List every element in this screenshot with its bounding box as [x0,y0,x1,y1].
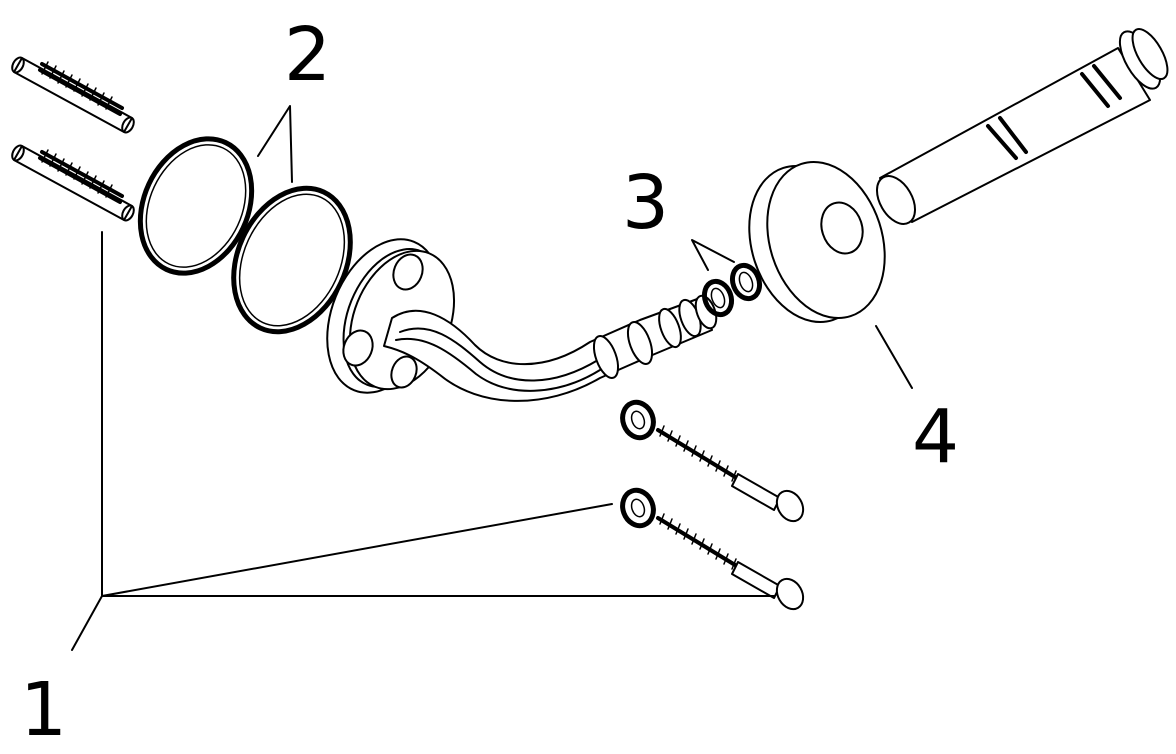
roll-holder-tube [876,28,1169,225]
leader-lines-4 [875,325,913,389]
leader-lines-1 [71,231,775,651]
cover-rosette [748,160,886,324]
callout-2: 2 [284,12,331,98]
seal-ring-right [729,262,763,302]
screw-upper [656,425,805,523]
callout-4: 4 [912,394,959,480]
seal-ring-left [701,278,735,318]
callout-1: 1 [20,667,67,753]
screw-lower [656,513,805,611]
holder-arm-assembly [326,238,718,402]
wall-plug-lower [11,144,135,222]
o-ring-left [137,136,255,276]
callout-3: 3 [622,160,669,246]
washer-upper [620,399,656,441]
leader-lines-3 [691,239,735,271]
wall-plug-upper [11,56,135,134]
o-ring-right [231,185,353,335]
washer-lower [620,487,656,529]
leader-lines-2 [257,105,293,183]
